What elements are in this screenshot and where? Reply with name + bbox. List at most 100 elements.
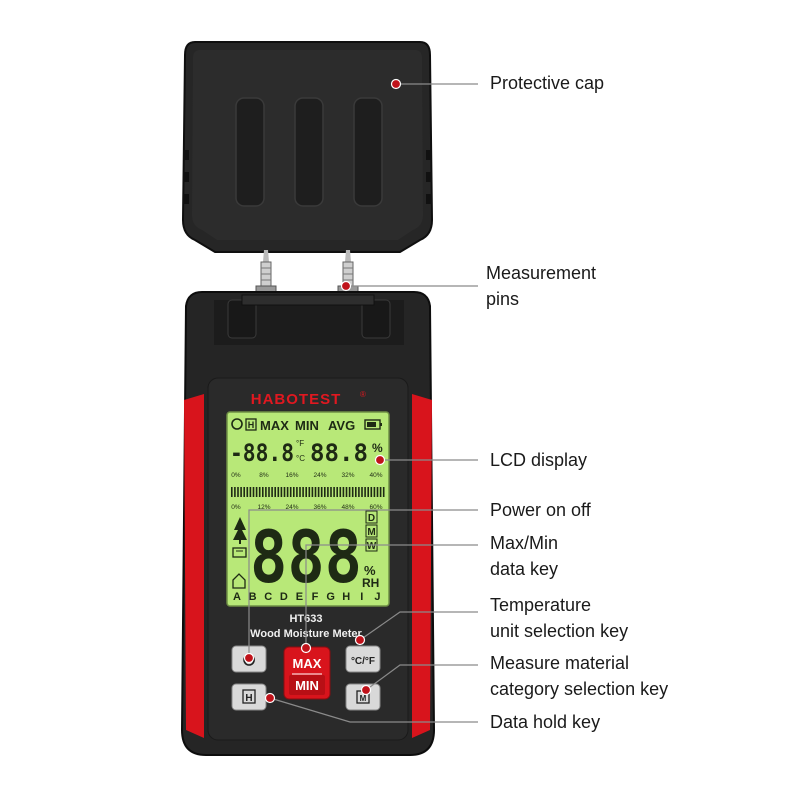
lcd-bar-segment [305, 487, 307, 497]
lcd-category-letter: H [342, 591, 350, 603]
lcd-avg-indicator: AVG [328, 418, 355, 433]
dot-material [360, 684, 372, 696]
lcd-unit-c: °C [296, 454, 305, 463]
lcd-bar-segment [277, 487, 280, 497]
lcd-bar-segment [361, 487, 363, 497]
lcd-unit-f: °F [296, 439, 304, 448]
lcd-scale-top-label: 8% [259, 472, 269, 479]
lcd-min-indicator: MIN [295, 418, 319, 433]
lcd-material-letter: M [367, 527, 375, 538]
left-red-grip [184, 394, 204, 738]
cf-button-label: °C/°F [351, 656, 375, 667]
lcd-bar-segment [252, 487, 255, 497]
lcd-max-indicator: MAX [260, 418, 289, 433]
lcd-bar-segment [324, 487, 326, 497]
battery-icon [364, 419, 382, 430]
lcd-scale-top-label: 16% [285, 472, 298, 479]
lcd-rh: RH [362, 576, 379, 590]
lcd-bar-segment [246, 487, 249, 497]
lcd-main-pct: % [364, 563, 376, 578]
left-pin [255, 250, 277, 295]
max-button-label: MAX [293, 656, 322, 671]
label-lcd-display: LCD display [490, 450, 588, 470]
lcd-bar-segment [299, 487, 301, 497]
material-button[interactable]: M [345, 683, 381, 711]
house-icon [232, 573, 246, 589]
lcd-bar-segment [286, 487, 289, 497]
lcd-bar-segment [271, 487, 273, 497]
leader-power [248, 509, 478, 658]
lcd-bar-segment [262, 487, 264, 497]
hold-button[interactable]: H [231, 683, 267, 711]
protective-cap [181, 41, 434, 253]
lcd-bar-segment [358, 487, 360, 497]
lcd-bar-segment [231, 487, 233, 497]
label-material-key: Measure material category selection key [490, 653, 669, 699]
registered-mark: ® [360, 390, 366, 399]
lcd-scale-top: 0%8%16%24%32%40% [231, 472, 382, 479]
lcd-bar-segment [289, 487, 292, 497]
lcd-hold-indicator: H [248, 420, 255, 430]
lcd-category-letter: J [374, 591, 380, 603]
lcd-bar-segment [382, 487, 385, 497]
lcd-bar-segment [237, 487, 239, 497]
lcd-bar-segment [296, 487, 298, 497]
lcd-display: H MAX MIN AVG -88.8 °F °C 88.8 % 0%8%16%… [226, 411, 390, 607]
cap-grip-slot [294, 97, 324, 207]
lcd-bar-segment [274, 487, 276, 497]
tree-icon [233, 517, 247, 544]
lcd-bar-segment [320, 487, 323, 497]
material-button-label: M [360, 694, 367, 703]
lcd-bar-segment [342, 487, 345, 497]
lcd-scale-top-label: 24% [313, 472, 326, 479]
lcd-scale-bottom-label: 60% [369, 504, 382, 511]
leader-lines [248, 83, 478, 723]
right-red-grip [412, 394, 432, 738]
lcd-bar-segment [265, 487, 267, 497]
callout-dots [243, 78, 402, 704]
lcd-scale-bottom-label: 48% [341, 504, 354, 511]
lcd-category-letter: F [312, 591, 319, 603]
lcd-category-letter: B [249, 591, 257, 603]
lcd-scale-bottom-label: 12% [257, 504, 270, 511]
dot-hold [264, 692, 276, 704]
lcd-category-letter: D [280, 591, 288, 603]
brand-logo: HABOTEST [251, 391, 342, 408]
power-icon [231, 418, 243, 430]
dot-temp [354, 634, 366, 646]
lcd-bar-segment [302, 487, 304, 497]
label-max-min-key: Max/Min data key [490, 533, 559, 579]
lcd-bar-segment [367, 487, 369, 497]
temperature-unit-button[interactable]: °C/°F [345, 645, 381, 673]
lcd-letter-box [365, 524, 378, 538]
lcd-scale-top-label: 32% [341, 472, 354, 479]
lcd-bar-segment [255, 487, 258, 497]
label-protective-cap: Protective cap [490, 73, 605, 93]
lcd-bar-segment [339, 487, 342, 497]
lcd-category-letter: G [326, 591, 335, 603]
lcd-bar-segment [280, 487, 283, 497]
hold-button-label: H [245, 693, 252, 704]
leader-hold [269, 697, 478, 723]
lcd-category-letter: A [233, 591, 241, 603]
lcd-category-letter: C [264, 591, 272, 603]
label-measurement-pins: Measurement pins [486, 263, 597, 309]
lcd-bar-segment [376, 487, 379, 497]
lcd-scale-bottom-label: 36% [313, 504, 326, 511]
lcd-temperature-digits: -88.8 [230, 439, 294, 467]
lcd-bar-segment [234, 487, 236, 497]
lcd-bar-segment [333, 487, 335, 497]
leader-material [365, 664, 478, 691]
cap-grip-slot [235, 97, 265, 207]
lcd-bar-segment [370, 487, 373, 497]
lcd-material-letter: W [367, 541, 377, 552]
cap-grip-slot [353, 97, 383, 207]
lcd-scale-bottom: 0%12%24%36%48%60% [231, 504, 382, 511]
lcd-bar-segment [345, 487, 348, 497]
max-min-button[interactable]: MAX MIN [283, 646, 331, 700]
lcd-bar-segment [240, 487, 242, 497]
lcd-scale-top-label: 40% [369, 472, 382, 479]
dot-power [243, 652, 255, 664]
